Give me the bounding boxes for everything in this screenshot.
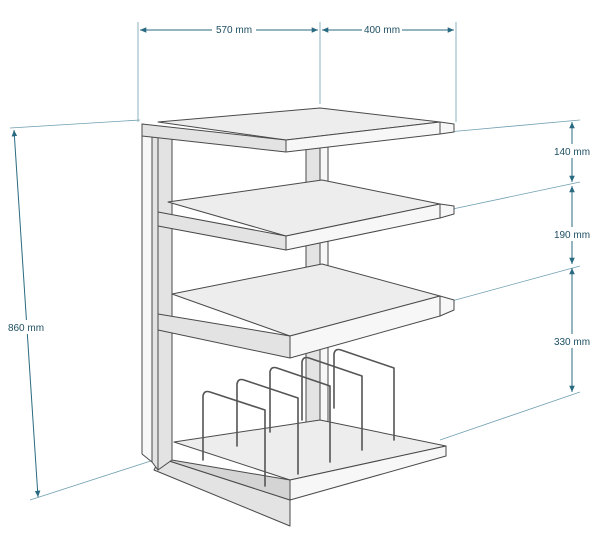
width-label: 570 mm — [216, 25, 252, 36]
gap-bottom-label: 330 mm — [554, 337, 590, 348]
shelf-top — [141, 107, 455, 153]
depth-label: 400 mm — [364, 25, 400, 36]
gap-top-label: 140 mm — [554, 147, 590, 158]
gap-middle-label: 190 mm — [554, 230, 590, 241]
record-dividers — [202, 348, 395, 487]
shelf-lower — [157, 263, 455, 359]
front-post — [141, 123, 173, 471]
shelf-middle — [157, 179, 455, 251]
base-shelf — [153, 419, 447, 527]
extension-lines — [9, 22, 581, 501]
height-label: 860 mm — [8, 323, 44, 334]
